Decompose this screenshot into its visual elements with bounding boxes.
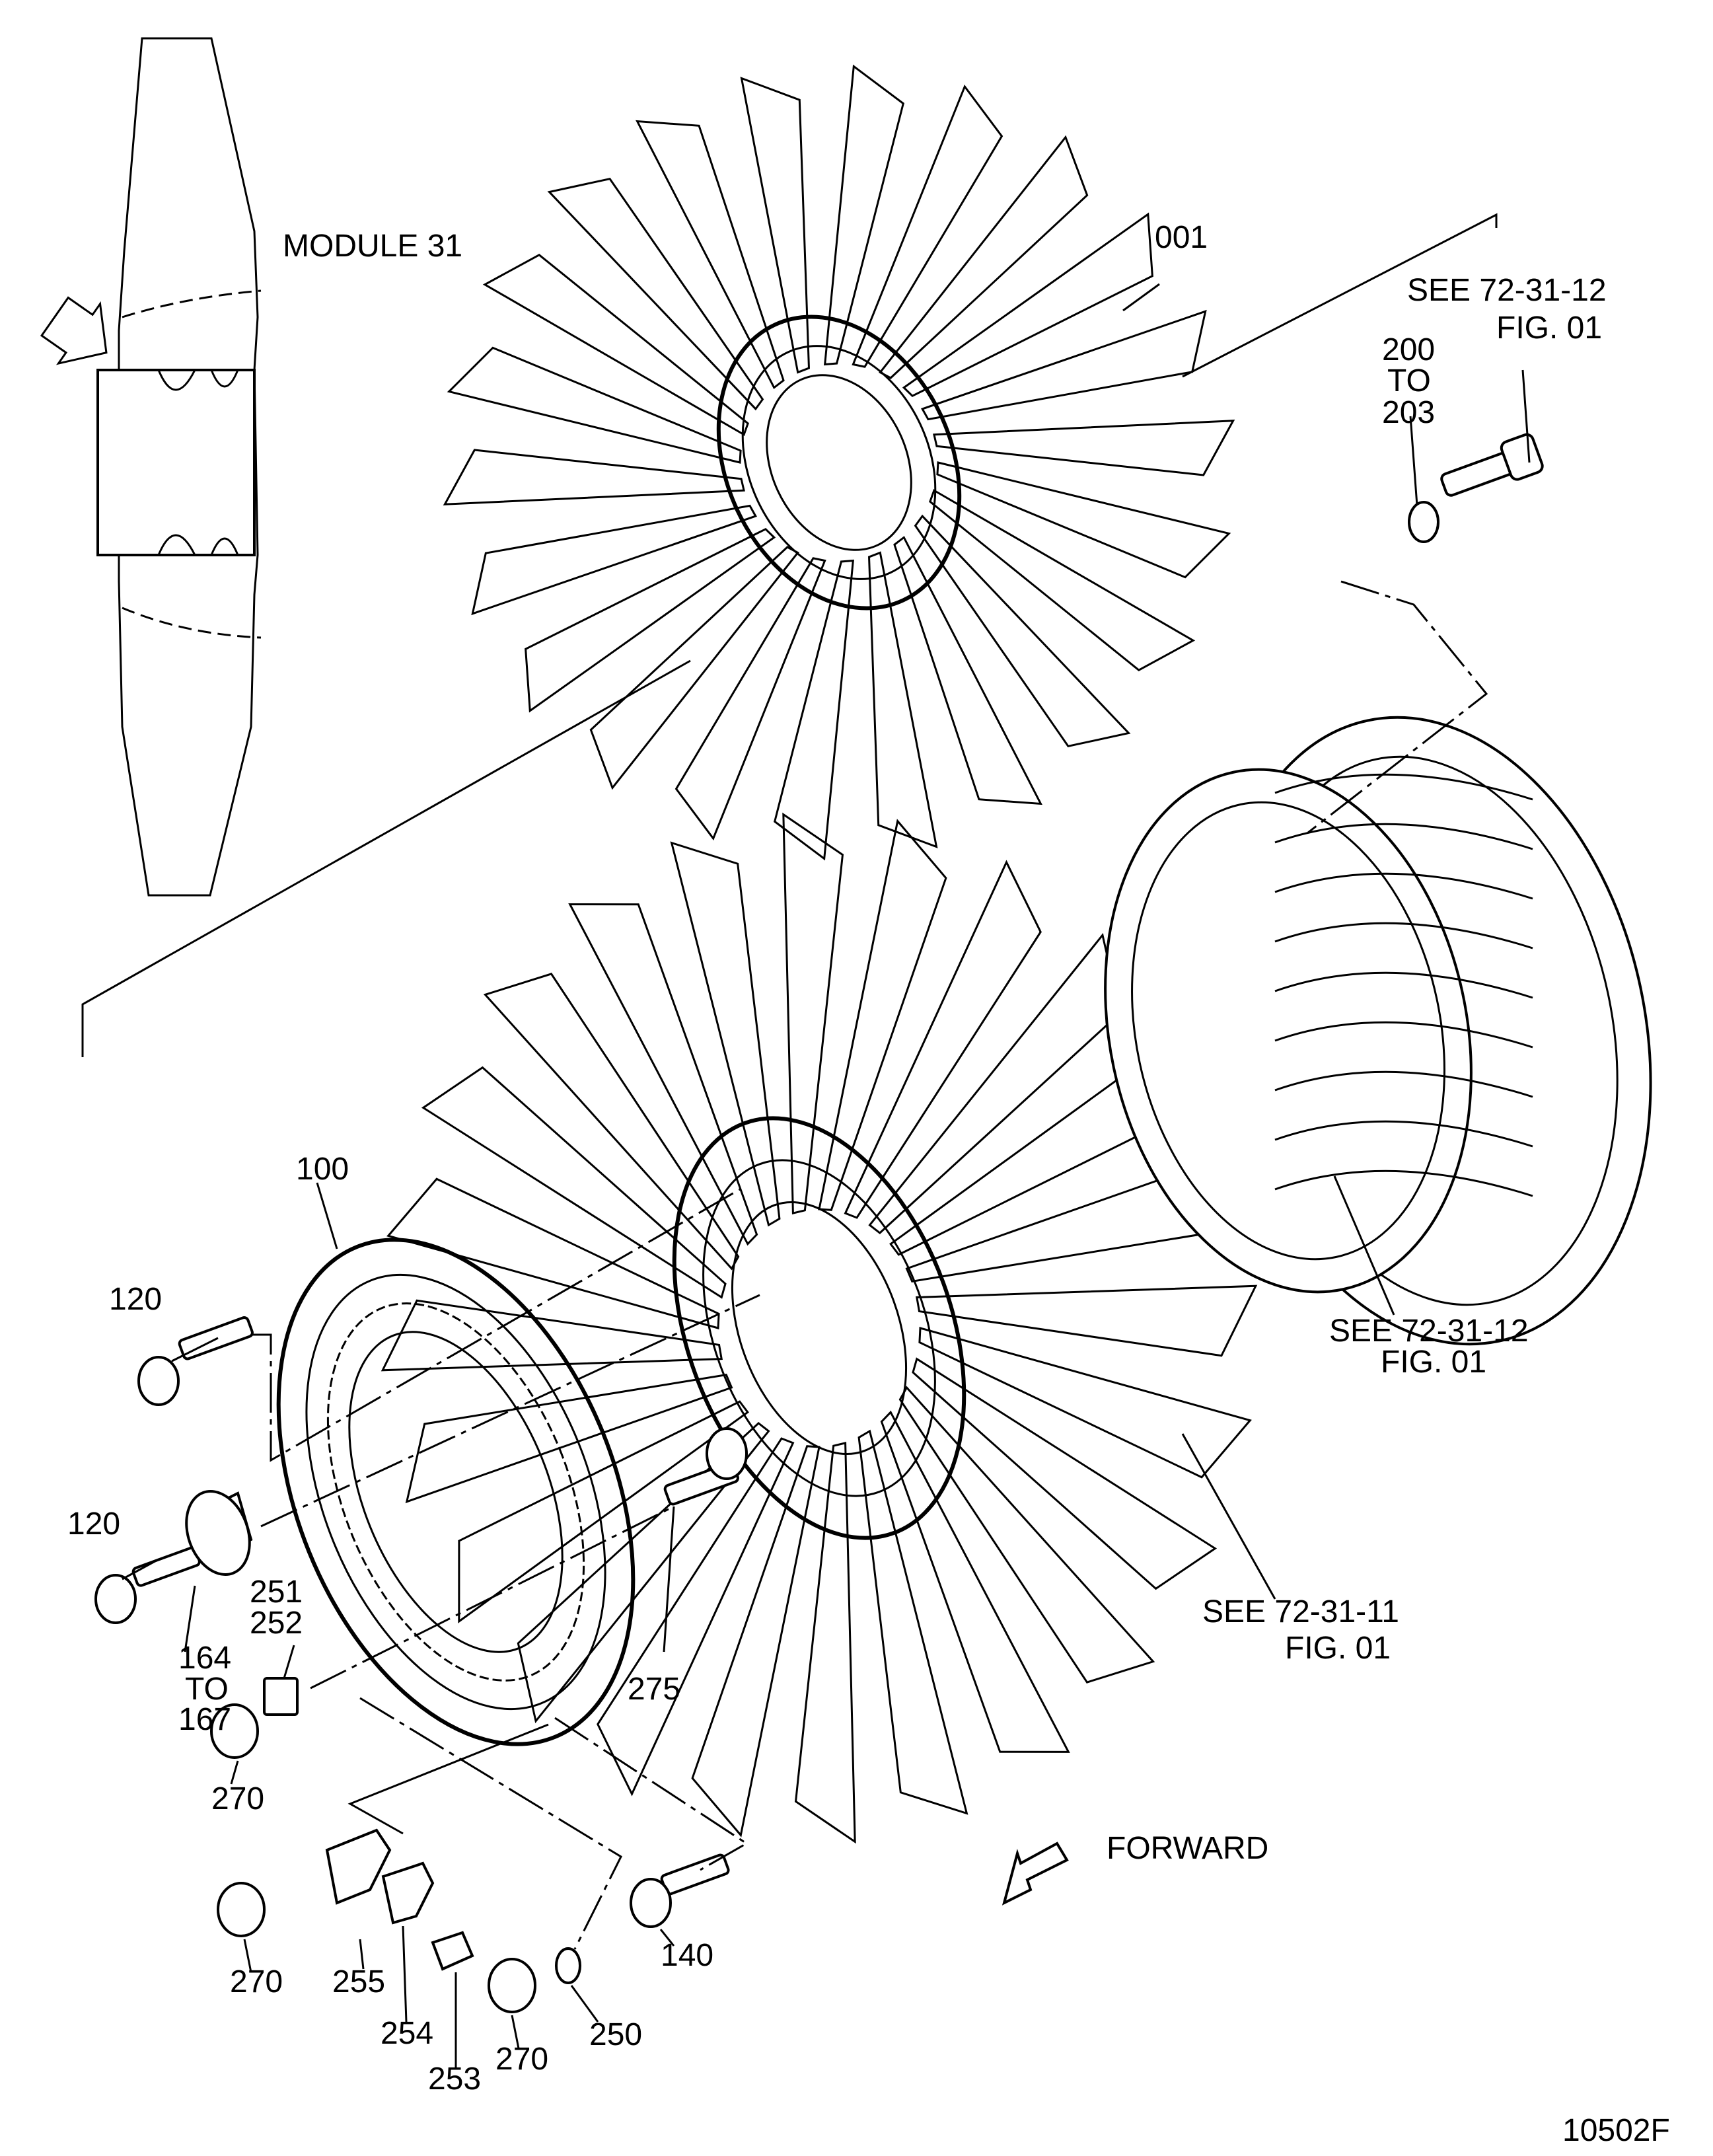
fan-hub <box>1104 716 1652 1346</box>
fan-blade <box>852 84 1003 368</box>
view-arrow-icon <box>40 296 108 365</box>
fan-blade <box>691 1445 820 1838</box>
fan-blade <box>933 420 1235 476</box>
fan-blade <box>589 546 799 790</box>
label-200: 200 <box>1382 332 1435 367</box>
fan-blade <box>773 559 855 861</box>
label-252: 252 <box>250 1606 303 1641</box>
fan-blade <box>482 253 749 436</box>
fan-blade <box>818 819 947 1211</box>
label-to: TO <box>1387 363 1431 398</box>
label-254: 254 <box>381 2016 433 2051</box>
fan-hub-ring <box>766 374 912 551</box>
fan-blade <box>823 64 905 366</box>
fan-hub-ring <box>672 1116 966 1540</box>
label-255: 255 <box>332 1964 385 1999</box>
label-275: 275 <box>628 1672 680 1707</box>
fan-blade <box>893 536 1042 805</box>
fan-blade <box>879 135 1089 379</box>
figure-id: 10502F <box>1562 2113 1670 2148</box>
fan-blade <box>868 932 1122 1234</box>
fan-blade <box>483 973 740 1271</box>
fan-blade <box>674 557 826 841</box>
label-001: 001 <box>1155 220 1208 255</box>
hub-slot <box>1274 922 1533 949</box>
ref-top-line2: FIG. 01 <box>1496 311 1602 346</box>
fan-blade <box>918 1327 1252 1479</box>
fan-blade <box>517 1422 770 1724</box>
hub-slot <box>1274 823 1533 850</box>
label-164-to: TO <box>185 1672 229 1707</box>
fan-blade <box>912 1357 1218 1590</box>
fan-blade <box>867 551 938 848</box>
label-167: 167 <box>178 1702 231 1737</box>
label-203: 203 <box>1382 395 1435 430</box>
fan-blade <box>381 1299 723 1372</box>
fan-blade <box>898 1386 1155 1684</box>
label-164: 164 <box>178 1641 231 1676</box>
module-31-blade-profile <box>40 37 262 897</box>
fan-hub-ring <box>702 1159 936 1497</box>
fan-blade <box>936 461 1231 579</box>
ref-hub-line1: SEE 72-31-12 <box>1329 1314 1529 1349</box>
fan-blade <box>880 1410 1070 1753</box>
leader-lines <box>81 213 1531 2068</box>
upper-fan-assembly <box>443 64 1235 861</box>
fan-blade <box>740 77 811 374</box>
hub-slot <box>1274 1070 1533 1098</box>
fan-blade <box>471 504 757 616</box>
hardware-parts <box>94 433 1544 2013</box>
hub-slot <box>1274 773 1533 801</box>
label-120-upper: 120 <box>109 1282 162 1317</box>
fan-blade <box>844 860 1042 1219</box>
label-270-c: 270 <box>495 2042 548 2077</box>
fan-blade <box>458 1400 749 1623</box>
fan-blade <box>916 1284 1258 1357</box>
label-270-a: 270 <box>211 1781 264 1816</box>
fan-blade <box>902 212 1153 398</box>
fan-blade <box>636 120 785 389</box>
fan-blade <box>443 449 745 505</box>
fan-blade <box>525 527 776 713</box>
ref-hub-line2: FIG. 01 <box>1381 1345 1486 1380</box>
hub-slot <box>1274 1170 1533 1197</box>
callout-labels: 001 SEE 72-31-12 FIG. 01 200 TO 203 100 … <box>67 220 1670 2148</box>
forward-label: FORWARD <box>1107 1831 1268 1866</box>
fan-blade <box>568 903 758 1246</box>
fan-blade <box>405 1374 733 1504</box>
module-label: MODULE 31 <box>283 229 462 264</box>
fan-blade <box>914 514 1131 748</box>
hub-slot <box>1274 1120 1533 1148</box>
fan-blade <box>794 1441 856 1844</box>
fan-blade <box>421 1066 727 1299</box>
fan-blade <box>857 1429 968 1815</box>
fan-hub-ring <box>731 1201 908 1456</box>
fan-blade <box>670 841 781 1227</box>
fan-blade <box>597 1437 795 1797</box>
forward-arrow-icon <box>1002 1841 1069 1906</box>
hub-slot <box>1274 1021 1533 1049</box>
fan-blade <box>929 489 1196 672</box>
label-250: 250 <box>589 2017 642 2052</box>
fan-hub-ring <box>716 315 962 611</box>
label-253: 253 <box>428 2062 481 2097</box>
hub-slot <box>1274 971 1533 999</box>
fan-blade <box>386 1177 720 1329</box>
label-120-lower: 120 <box>67 1506 120 1542</box>
fan-blade <box>782 812 844 1215</box>
ref-top-line1: SEE 72-31-12 <box>1407 273 1607 308</box>
fan-blade <box>547 177 764 411</box>
ref-lowerfan-line1: SEE 72-31-11 <box>1202 1594 1399 1629</box>
hub-slot <box>1274 872 1533 900</box>
fan-blade <box>921 309 1207 421</box>
disk-100 <box>276 1238 636 1746</box>
label-270-b: 270 <box>230 1964 283 1999</box>
label-140: 140 <box>661 1938 713 1973</box>
ref-lowerfan-line2: FIG. 01 <box>1285 1631 1391 1666</box>
label-251: 251 <box>250 1575 303 1610</box>
label-100: 100 <box>296 1152 349 1187</box>
fan-hub-ring <box>741 345 937 580</box>
fan-blade <box>447 346 742 464</box>
